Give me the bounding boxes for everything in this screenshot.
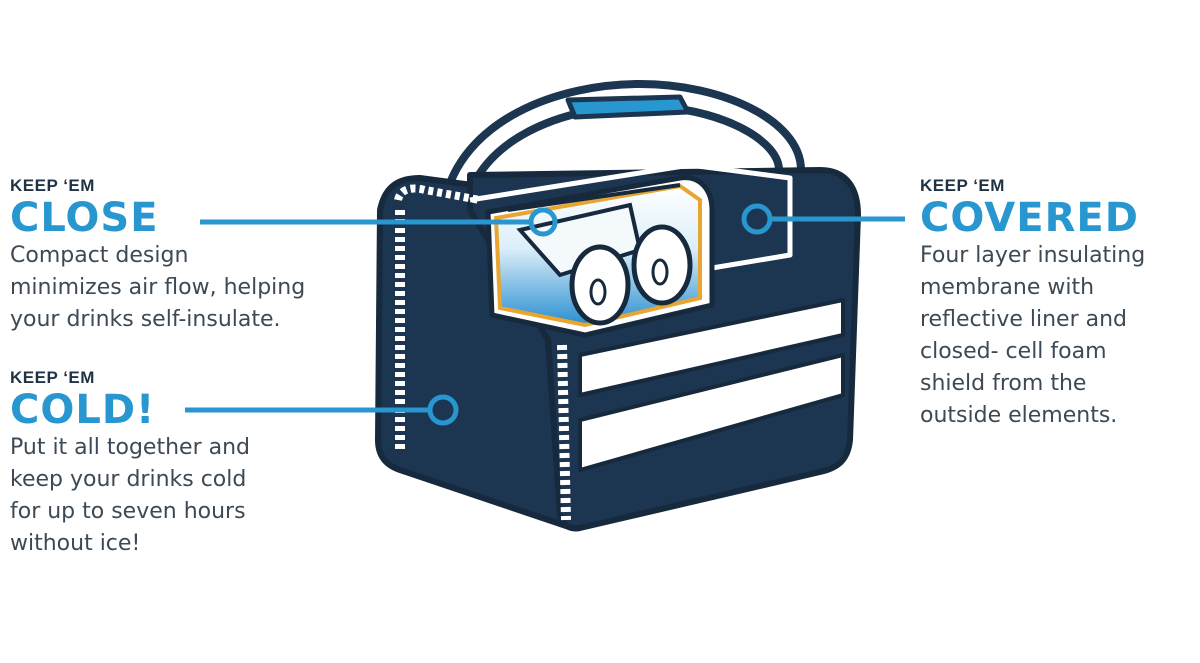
stitching-corner bbox=[557, 344, 571, 521]
feature-description: Put it all together and keep your drinks… bbox=[10, 432, 250, 560]
description-line: outside elements. bbox=[920, 403, 1118, 428]
description-line: membrane with bbox=[920, 275, 1095, 300]
callout-covered bbox=[741, 203, 905, 235]
stripe-1 bbox=[578, 298, 845, 397]
callout-cold bbox=[185, 394, 459, 426]
callout-close bbox=[200, 207, 558, 237]
description-line: Four layer insulating bbox=[920, 243, 1146, 268]
can-2 bbox=[631, 224, 693, 306]
stripe-2 bbox=[578, 353, 845, 472]
handle-grip bbox=[565, 94, 691, 120]
feature-kicker: KEEP ‘EM bbox=[10, 368, 95, 387]
feature-kicker: KEEP ‘EM bbox=[10, 176, 95, 195]
description-line: minimizes air flow, helping bbox=[10, 275, 306, 300]
description-line: reflective liner and bbox=[920, 307, 1128, 332]
description-line: Put it all together and bbox=[10, 435, 250, 460]
description-line: closed- cell foam bbox=[920, 339, 1107, 364]
description-line: shield from the bbox=[920, 371, 1087, 396]
cutaway-window bbox=[485, 175, 715, 338]
feature-keep-em-covered: KEEP ‘EM COVERED Four layer insulating m… bbox=[920, 176, 1145, 432]
feature-keep-em-close: KEEP ‘EM CLOSE Compact design minimizes … bbox=[10, 176, 305, 336]
description-line: for up to seven hours bbox=[10, 499, 246, 524]
feature-headline: CLOSE bbox=[10, 195, 159, 241]
feature-kicker: KEEP ‘EM bbox=[920, 176, 1005, 195]
handle bbox=[440, 79, 805, 220]
description-line: keep your drinks cold bbox=[10, 467, 247, 492]
feature-description: Four layer insulating membrane with refl… bbox=[920, 240, 1145, 432]
feature-description: Compact design minimizes air flow, helpi… bbox=[10, 240, 305, 336]
description-line: your drinks self-insulate. bbox=[10, 307, 281, 332]
feature-headline: COVERED bbox=[920, 195, 1139, 241]
can-1 bbox=[516, 202, 643, 326]
description-line: without ice! bbox=[10, 531, 141, 556]
feature-keep-em-cold: KEEP ‘EM COLD! Put it all together and k… bbox=[10, 368, 250, 560]
feature-headline: COLD! bbox=[10, 387, 156, 433]
description-line: Compact design bbox=[10, 243, 189, 268]
